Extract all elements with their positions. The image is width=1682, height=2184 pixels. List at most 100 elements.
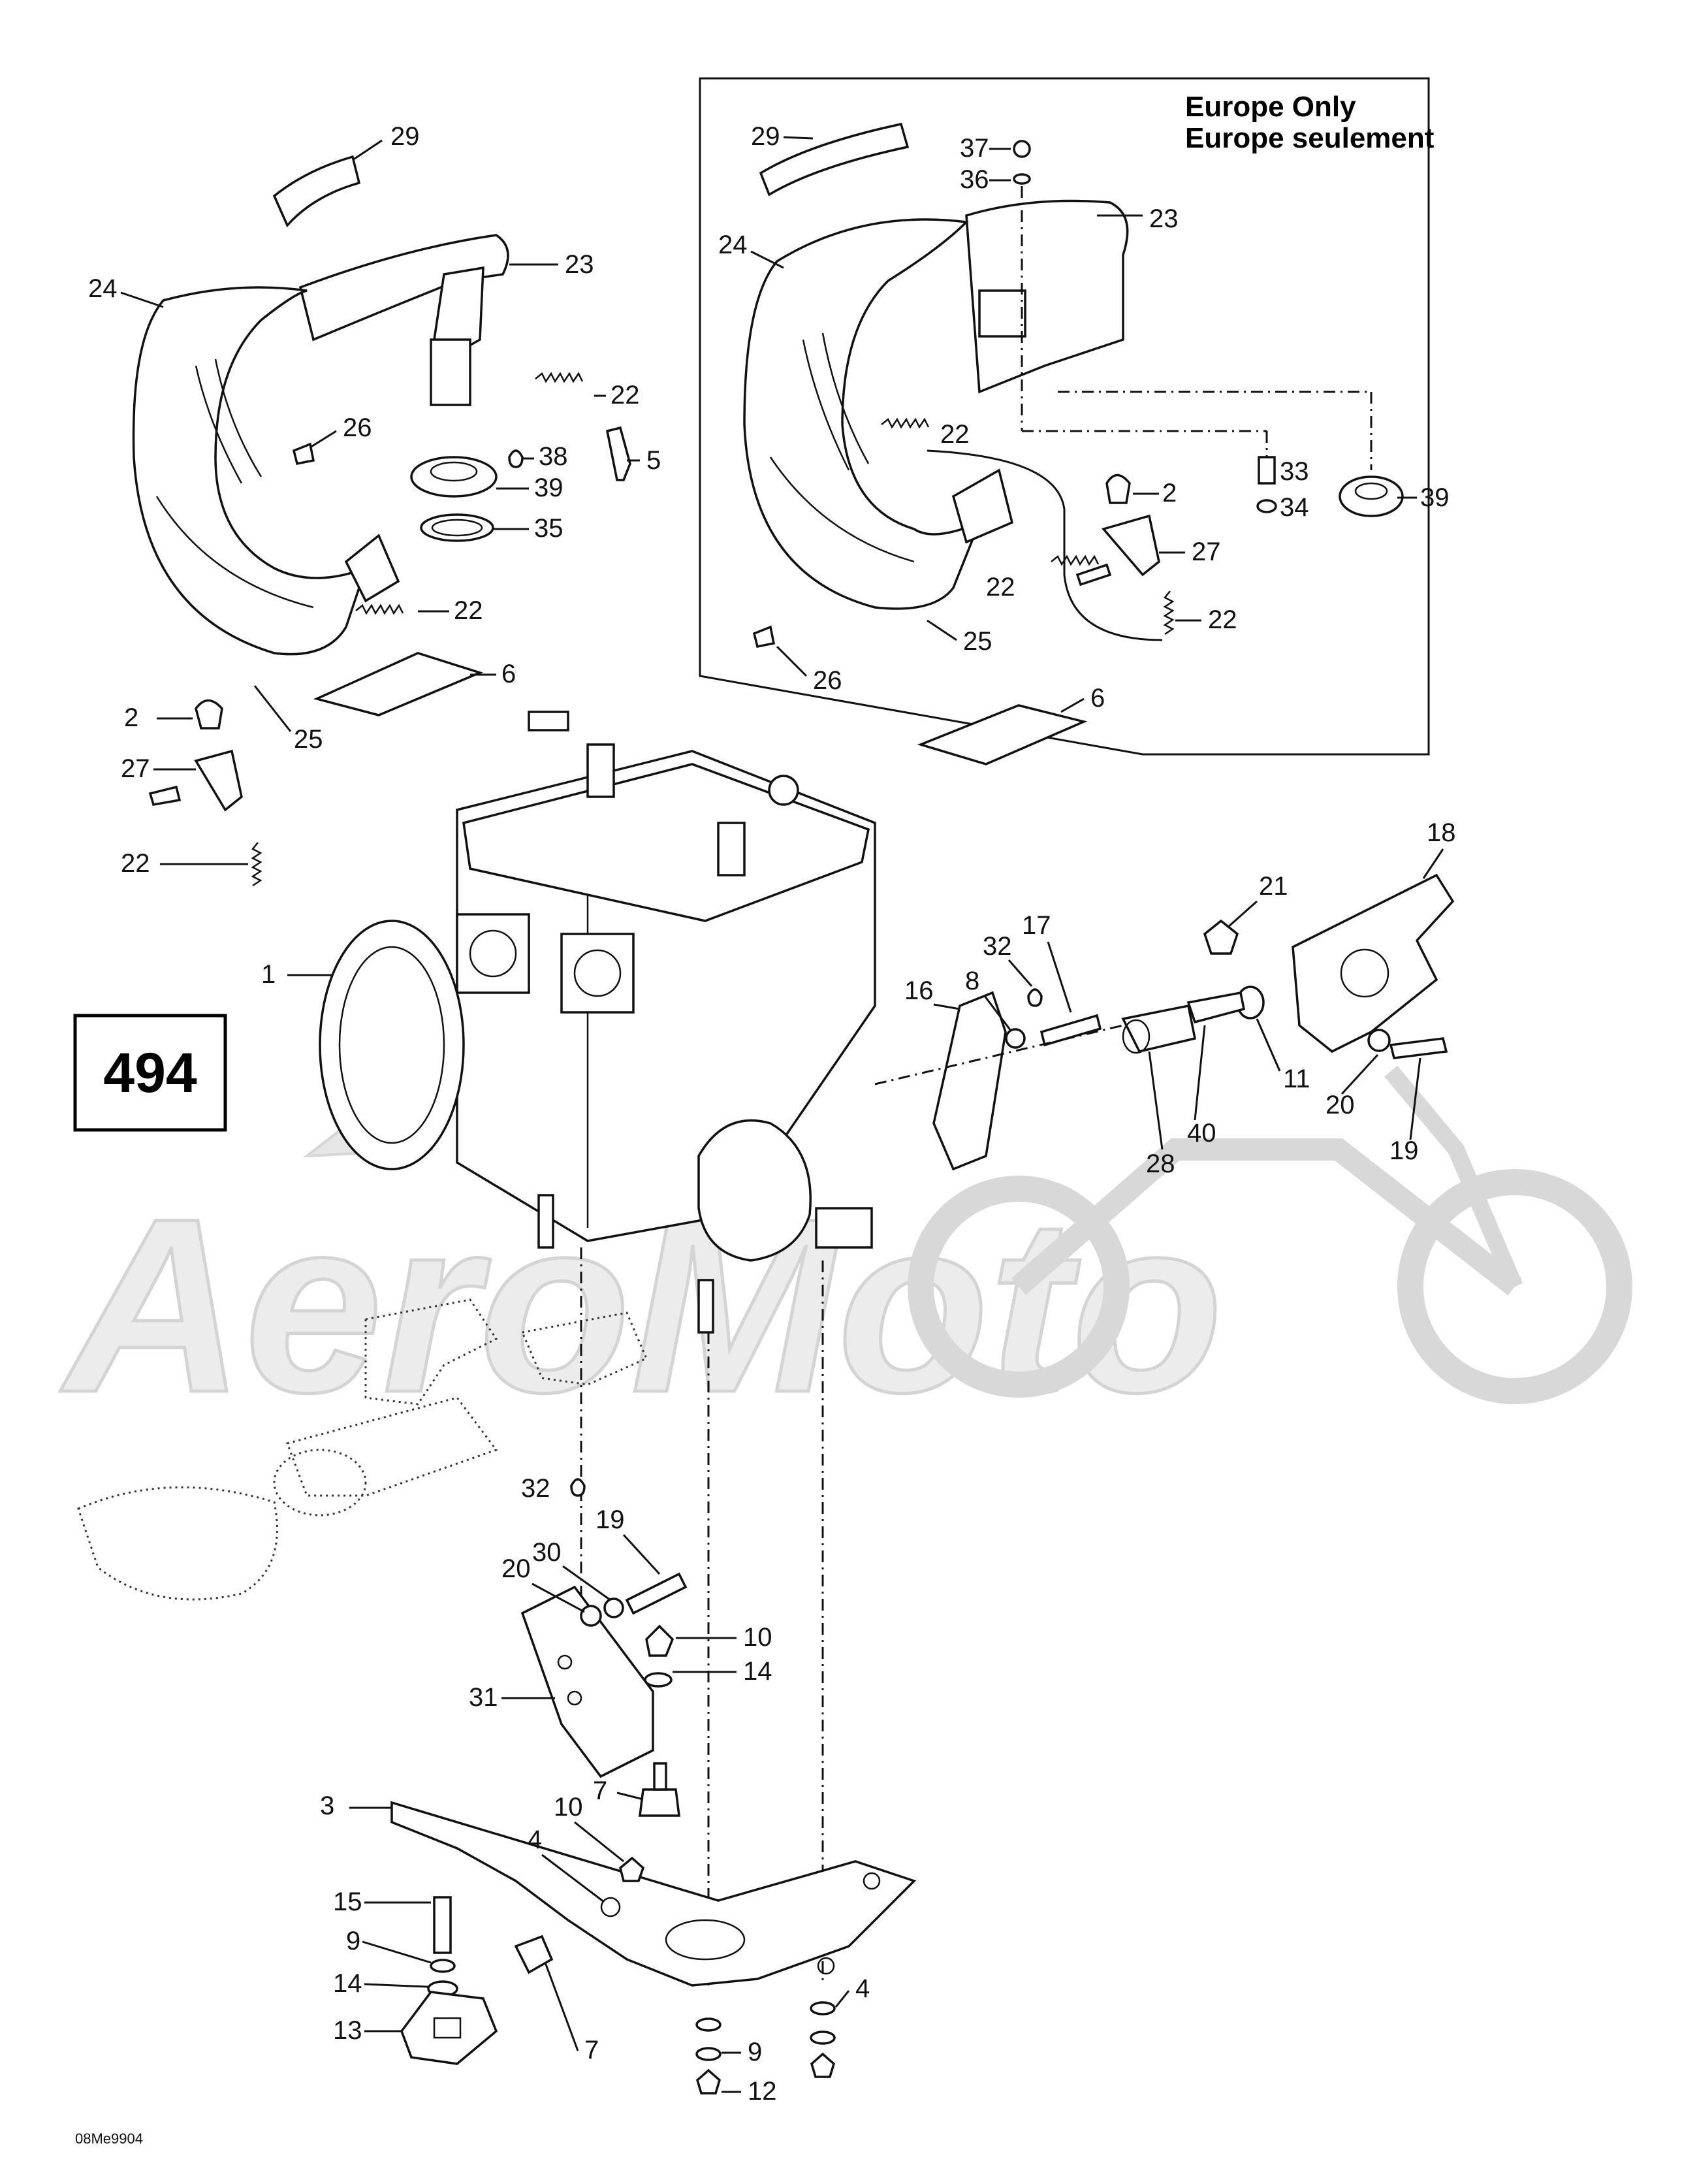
muffler-outlet-tube bbox=[430, 338, 471, 406]
part-callout-22: 22 bbox=[611, 381, 640, 410]
washer-36 bbox=[1013, 173, 1031, 185]
exhaust-collar-main bbox=[344, 534, 400, 603]
bolt-19 bbox=[1389, 1037, 1448, 1059]
washer-20 bbox=[1367, 1029, 1391, 1052]
part-callout-22: 22 bbox=[986, 573, 1015, 602]
part-callout-37: 37 bbox=[960, 134, 989, 163]
main-exhaust-assembly bbox=[132, 155, 631, 887]
part-callout-9: 9 bbox=[346, 1927, 360, 1955]
part-callout-22: 22 bbox=[940, 420, 970, 449]
engine-assembly bbox=[319, 711, 876, 1334]
washer-9-lower bbox=[695, 2047, 722, 2061]
part-callout-35: 35 bbox=[534, 514, 563, 543]
drop-32-lower bbox=[570, 1478, 586, 1497]
part-callout-26: 26 bbox=[813, 666, 842, 695]
clip-16 bbox=[932, 991, 1007, 1171]
rubber-mount-7-left bbox=[514, 1935, 554, 1974]
bracket-13 bbox=[400, 1991, 498, 2065]
part-callout-32: 32 bbox=[521, 1474, 550, 1503]
part-callout-8: 8 bbox=[965, 967, 979, 995]
bumper-2-inset bbox=[1105, 474, 1131, 504]
grommet-39 bbox=[410, 456, 498, 498]
part-callout-16: 16 bbox=[904, 976, 934, 1005]
part-callout-2: 2 bbox=[124, 703, 138, 732]
part-callout-17: 17 bbox=[1022, 911, 1051, 940]
stud-33 bbox=[1258, 456, 1276, 485]
part-callout-19: 19 bbox=[1389, 1136, 1419, 1165]
part-callout-13: 13 bbox=[333, 2016, 362, 2045]
tuned-pipe-detail bbox=[769, 332, 915, 563]
part-callout-33: 33 bbox=[1280, 457, 1309, 486]
part-callout-1: 1 bbox=[261, 960, 276, 989]
washer-20-lower bbox=[580, 1605, 602, 1627]
muffler-23 bbox=[298, 234, 509, 342]
spring-22-inset-a bbox=[881, 417, 930, 429]
drop-38 bbox=[508, 449, 524, 468]
sleeve-28 bbox=[1121, 1004, 1197, 1053]
bumper-2 bbox=[195, 699, 223, 730]
part-callout-14: 14 bbox=[333, 1969, 362, 1998]
pto-housing bbox=[697, 1119, 812, 1262]
part-callout-5: 5 bbox=[646, 446, 661, 475]
heat-shield bbox=[759, 122, 910, 197]
part-callout-20: 20 bbox=[501, 1554, 531, 1583]
rubber-mount-7 bbox=[639, 1788, 680, 1817]
europe-title-fr: Europe seulement bbox=[1185, 122, 1435, 154]
bolt-17 bbox=[1039, 1014, 1102, 1047]
shaft-40 bbox=[1186, 991, 1246, 1024]
europe-title-en: Europe Only bbox=[1185, 91, 1356, 123]
bolt-19-lower bbox=[625, 1572, 688, 1615]
seal-35 bbox=[420, 513, 494, 542]
right-mount-assembly bbox=[874, 873, 1455, 1171]
exhaust-port-1 bbox=[456, 913, 530, 994]
part-callout-6: 6 bbox=[1090, 684, 1105, 713]
bracket-31 bbox=[520, 1585, 654, 1778]
bolt-main bbox=[148, 785, 182, 806]
magneto-cover bbox=[319, 920, 465, 1170]
part-callout-34: 34 bbox=[1280, 493, 1309, 522]
part-callout-6: 6 bbox=[501, 660, 516, 688]
pad-6 bbox=[313, 652, 484, 716]
part-callout-38: 38 bbox=[539, 442, 568, 471]
washer-9-right bbox=[810, 2031, 836, 2045]
part-callout-22: 22 bbox=[454, 596, 483, 625]
washer-4-lower bbox=[695, 2017, 722, 2032]
washer-14 bbox=[644, 1672, 673, 1688]
part-callout-26: 26 bbox=[343, 413, 372, 442]
part-callout-19: 19 bbox=[595, 1505, 625, 1534]
europe-only-inset: Europe Only Europe seulement bbox=[699, 77, 1450, 765]
washer-8 bbox=[1005, 1028, 1026, 1049]
nut-10-plate bbox=[619, 1856, 645, 1882]
reference-code: 08Me9904 bbox=[75, 2130, 143, 2147]
part-callout-18: 18 bbox=[1427, 818, 1456, 847]
part-callout-24: 24 bbox=[718, 231, 748, 259]
part-callout-39: 39 bbox=[534, 474, 563, 502]
nut-37 bbox=[1013, 140, 1031, 158]
washer-4-right bbox=[810, 2001, 836, 2015]
bracket-27-inset bbox=[1101, 514, 1160, 577]
part-callout-27: 27 bbox=[1192, 538, 1221, 566]
part-callout-4: 4 bbox=[528, 1825, 542, 1854]
drop-32 bbox=[1027, 988, 1043, 1007]
spring-22-inset-c bbox=[1163, 590, 1175, 635]
spring-22-a bbox=[535, 372, 584, 383]
part-callout-22: 22 bbox=[121, 849, 150, 878]
page-number-box: 494 bbox=[73, 1014, 227, 1132]
part-callout-20: 20 bbox=[1325, 1091, 1355, 1119]
nut-21 bbox=[1203, 919, 1239, 955]
grommet-39-inset bbox=[1339, 475, 1404, 517]
part-callout-23: 23 bbox=[565, 250, 594, 279]
bracket-5 bbox=[605, 426, 631, 481]
part-callout-36: 36 bbox=[960, 165, 989, 194]
part-callout-15: 15 bbox=[333, 1887, 362, 1916]
part-callout-40: 40 bbox=[1187, 1119, 1216, 1148]
part-callout-30: 30 bbox=[532, 1538, 562, 1567]
inset-callouts: 29 37 36 23 24 22 33 2 34 39 27 22 25 26 bbox=[718, 122, 1450, 713]
spring-22-inset-b bbox=[1051, 554, 1100, 566]
nut-34 bbox=[1256, 499, 1277, 513]
part-callout-22: 22 bbox=[1208, 605, 1237, 634]
lower-mounts bbox=[390, 1247, 917, 2095]
muffler bbox=[965, 199, 1129, 394]
watermark: AeroMoto bbox=[56, 1057, 1632, 1446]
